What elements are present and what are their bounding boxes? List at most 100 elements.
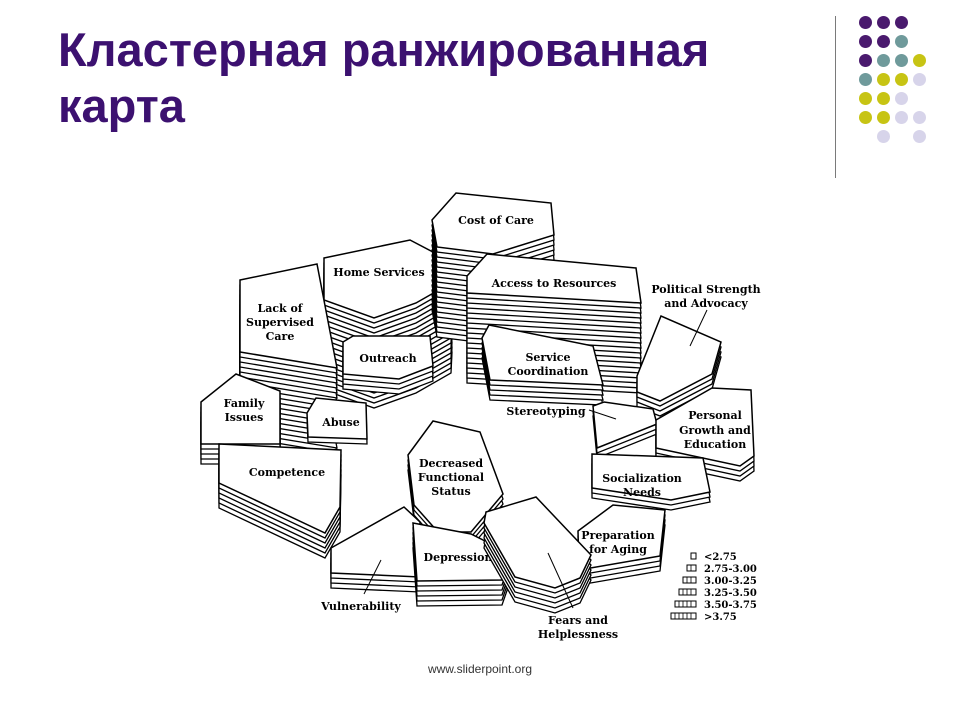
cluster-face xyxy=(481,324,604,386)
cluster-label: Cost of Care xyxy=(458,214,534,227)
decorative-dot xyxy=(859,73,872,86)
cluster-label: and Advocacy xyxy=(664,297,748,310)
legend-label: 2.75-3.00 xyxy=(704,564,757,575)
footer-url: www.sliderpoint.org xyxy=(427,662,533,676)
leader-line xyxy=(588,409,617,420)
cluster-label: Supervised xyxy=(246,316,314,329)
decorative-dot xyxy=(913,111,926,124)
cluster-label: Personal xyxy=(688,409,742,422)
slide-title: Кластерная ранжированная карта xyxy=(58,23,710,132)
decorative-dot xyxy=(895,16,908,29)
decorative-dot xyxy=(877,73,890,86)
leader-line xyxy=(689,309,708,347)
cluster-label: Vulnerability xyxy=(320,600,401,613)
legend-swatch xyxy=(682,576,697,584)
legend-label: <2.75 xyxy=(704,552,737,563)
cluster-label: Competence xyxy=(249,466,325,479)
decorative-dot xyxy=(895,54,908,67)
decorative-dot xyxy=(913,73,926,86)
cluster-label: Stereotyping xyxy=(506,405,585,418)
title-divider xyxy=(835,16,836,178)
legend-label: 3.50-3.75 xyxy=(704,600,757,611)
decorative-dot xyxy=(913,130,926,143)
legend-swatch xyxy=(674,600,697,608)
decorative-dot xyxy=(859,111,872,124)
decorative-dot xyxy=(859,54,872,67)
cluster-face xyxy=(218,443,342,534)
cluster-label: Political Strength xyxy=(651,283,760,296)
cluster-competence: Competence xyxy=(218,443,342,559)
cluster-label: Growth and xyxy=(679,424,751,437)
cluster-legend: <2.752.75-3.003.00-3.253.25-3.503.50-3.7… xyxy=(670,552,757,623)
cluster-label: Functional xyxy=(418,471,484,484)
legend-label: 3.00-3.25 xyxy=(704,576,757,587)
cluster-face xyxy=(200,373,281,445)
leader-line xyxy=(363,559,382,595)
legend-swatch xyxy=(678,588,697,596)
cluster-vulnerability: Vulnerability xyxy=(320,506,421,613)
legend-label: >3.75 xyxy=(704,612,737,623)
decorative-dot xyxy=(877,54,890,67)
legend-swatch xyxy=(686,564,697,572)
decorative-dot xyxy=(877,16,890,29)
cluster-face xyxy=(591,453,711,501)
decorative-dot xyxy=(859,35,872,48)
decorative-dot-grid xyxy=(842,10,952,160)
decorative-dot xyxy=(877,111,890,124)
cluster-label: for Aging xyxy=(589,543,647,556)
decorative-dot xyxy=(877,92,890,105)
legend-swatch xyxy=(670,612,697,620)
cluster-face xyxy=(483,496,592,589)
cluster-label: Issues xyxy=(225,411,264,424)
cluster-face xyxy=(431,192,555,255)
cluster-label: Family xyxy=(224,397,265,410)
cluster-label: Education xyxy=(684,438,747,451)
cluster-face xyxy=(306,397,368,440)
cluster-label: Socialization xyxy=(602,472,682,485)
decorative-dot xyxy=(895,35,908,48)
cluster-label: Abuse xyxy=(321,416,359,429)
cluster-label: Fears and xyxy=(548,614,608,627)
cluster-label: Needs xyxy=(623,486,661,499)
decorative-dot xyxy=(859,16,872,29)
decorative-dot xyxy=(895,73,908,86)
cluster-face xyxy=(636,315,722,402)
cluster-face xyxy=(330,506,421,578)
cluster-label: Lack of xyxy=(257,302,303,315)
cluster-label: Decreased xyxy=(419,457,483,470)
cluster-depression: Depression xyxy=(412,522,512,607)
cluster-face xyxy=(342,335,434,380)
cluster-label: Status xyxy=(431,485,470,498)
cluster-abuse: Abuse xyxy=(306,397,368,445)
decorative-dot xyxy=(859,92,872,105)
cluster-stereotyping: Stereotyping xyxy=(506,401,658,459)
cluster-label: Care xyxy=(266,330,295,343)
cluster-label: Coordination xyxy=(508,365,589,378)
cluster-label: Preparation xyxy=(581,529,654,542)
decorative-dot xyxy=(895,111,908,124)
cluster-label: Helplessness xyxy=(538,628,618,641)
cluster-label: Depression xyxy=(424,551,493,564)
legend-swatch xyxy=(690,552,697,560)
cluster-label: Access to Resources xyxy=(491,277,617,290)
cluster-face xyxy=(466,253,642,304)
cluster-label: Outreach xyxy=(359,352,416,365)
cluster-face xyxy=(239,263,338,369)
cluster-face xyxy=(655,387,755,467)
decorative-dot xyxy=(895,92,908,105)
decorative-dot xyxy=(877,130,890,143)
cluster-label: Service xyxy=(525,351,570,364)
decorative-dot xyxy=(877,35,890,48)
cluster-outreach: Outreach xyxy=(342,335,434,395)
cluster-face xyxy=(592,401,658,450)
cluster-label: Home Services xyxy=(333,266,424,279)
leader-line xyxy=(547,552,574,609)
decorative-dot xyxy=(913,54,926,67)
